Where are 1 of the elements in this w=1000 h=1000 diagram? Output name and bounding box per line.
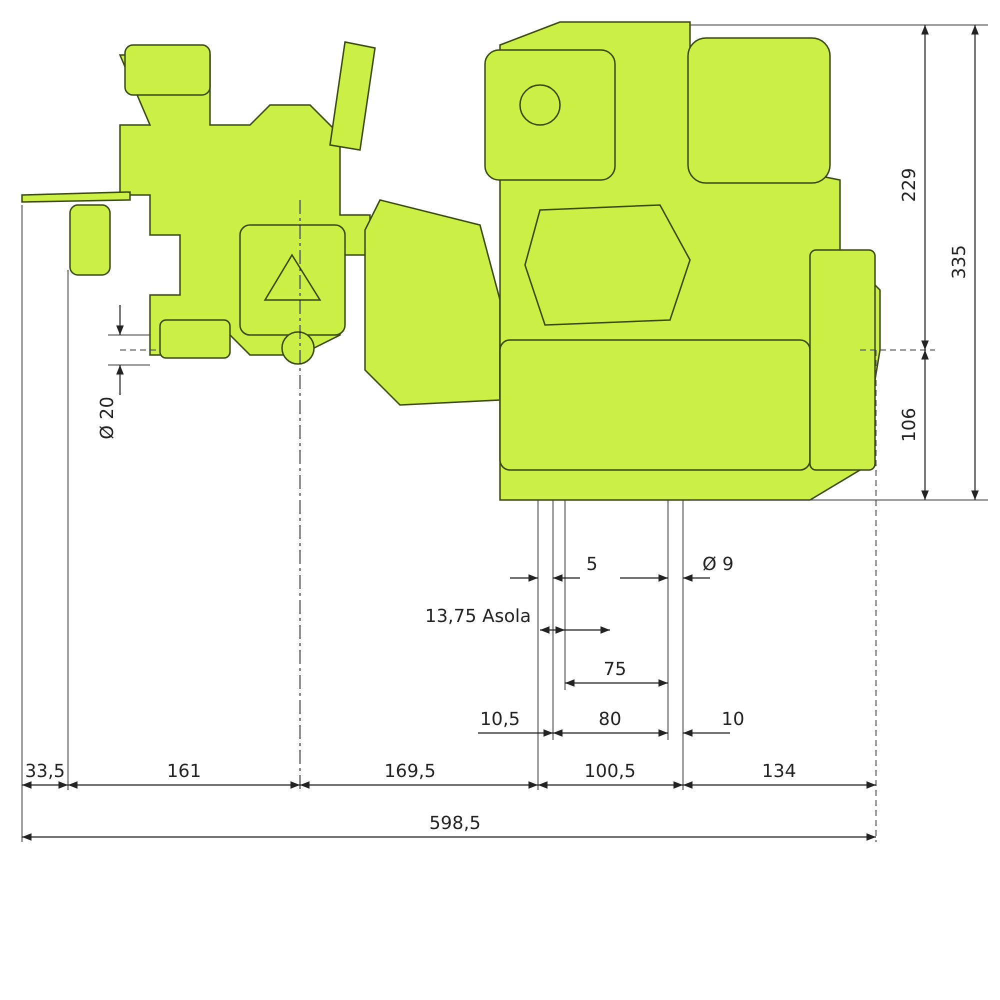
dimension-label: Ø 20 (99, 394, 117, 442)
